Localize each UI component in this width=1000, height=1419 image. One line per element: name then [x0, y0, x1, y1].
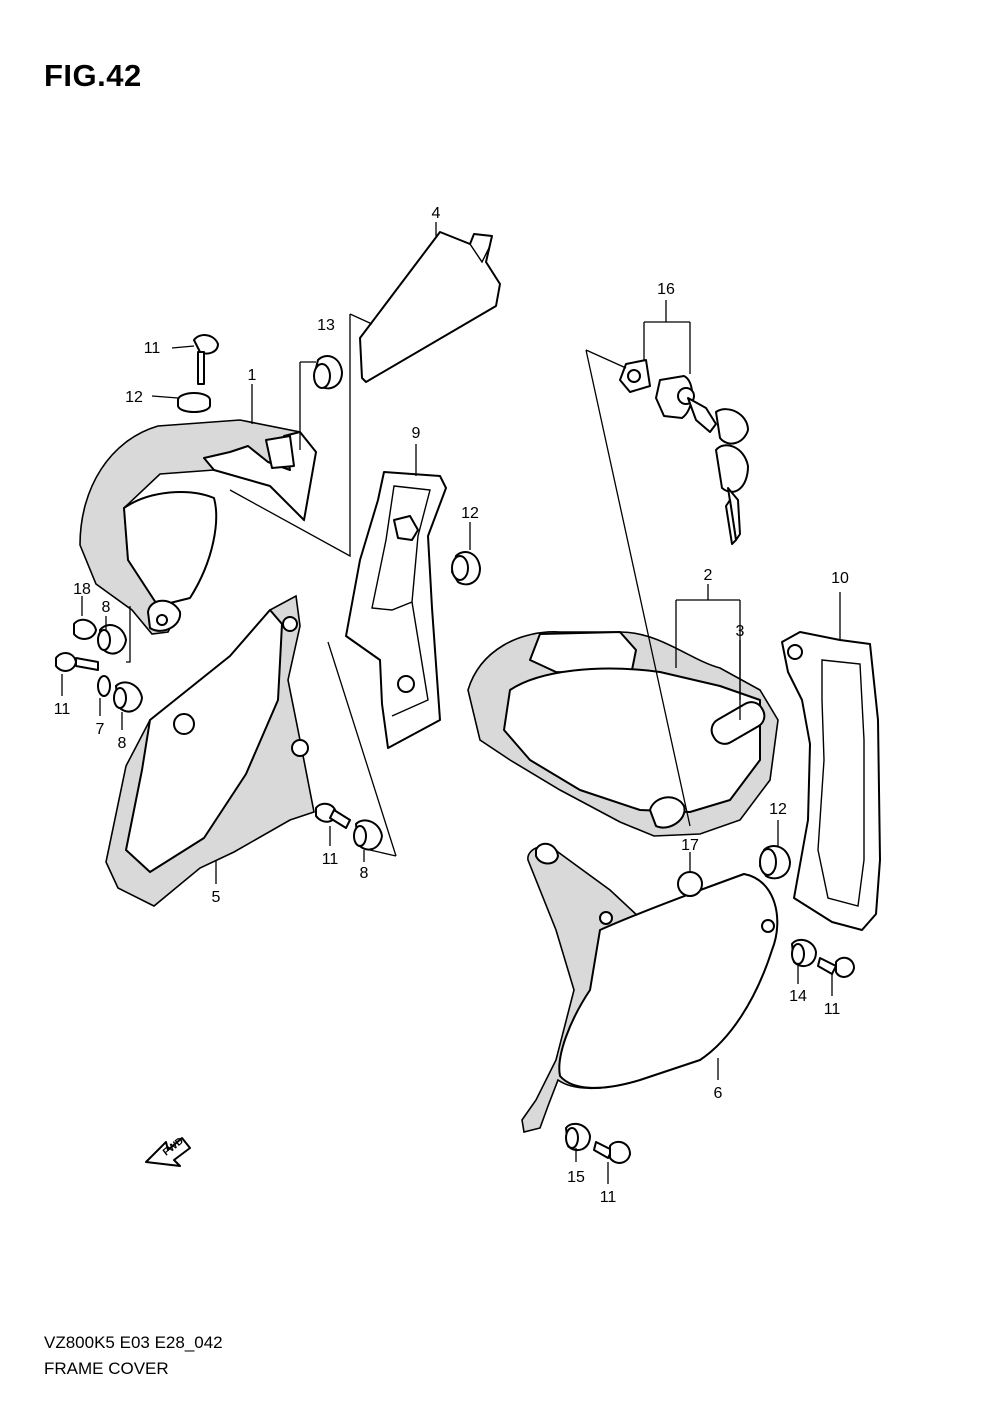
callout-labels: 4 16 13 11 1 12 9 12 2 10 3 18 8 11 7 8 … [54, 205, 849, 1206]
part-2-right-side-cover [467, 631, 779, 837]
part-6-lower-right-cover [521, 842, 779, 1133]
diagram-name: FRAME COVER [44, 1359, 169, 1378]
callout-11-right: 11 [824, 1001, 841, 1018]
callout-12-right: 12 [769, 801, 787, 818]
callout-8-upper: 8 [102, 599, 111, 616]
callout-11-bottom: 11 [600, 1189, 617, 1206]
hardware-parts [55, 334, 855, 1164]
callout-1: 1 [248, 367, 257, 384]
part-9-vertical-bracket [345, 471, 447, 749]
part-1-left-upper-cover [79, 419, 317, 635]
part-10-right-trim-strip [781, 631, 881, 931]
callout-15: 15 [567, 1169, 585, 1186]
callout-8-mid: 8 [360, 865, 369, 882]
callout-9: 9 [412, 425, 421, 442]
callout-16: 16 [657, 281, 675, 298]
callout-4: 4 [432, 205, 441, 222]
callout-8-lower: 8 [118, 735, 127, 752]
callout-11-left: 11 [54, 701, 71, 718]
part-16-lock-set [619, 359, 749, 545]
figure-title: FIG.42 [44, 58, 142, 93]
callout-11-mid: 11 [322, 851, 339, 868]
part-5-left-lower-cover [105, 594, 315, 907]
callout-12-top: 12 [125, 389, 143, 406]
callout-14: 14 [789, 988, 807, 1005]
callout-6: 6 [714, 1085, 723, 1102]
callout-3: 3 [736, 623, 745, 640]
callout-13: 13 [317, 317, 335, 334]
model-code: VZ800K5 E03 E28_042 [44, 1333, 223, 1352]
part-4-bracket-plate [359, 231, 501, 383]
callout-2: 2 [704, 567, 713, 584]
callout-18: 18 [73, 581, 91, 598]
callout-12-mid: 12 [461, 505, 479, 522]
callout-7: 7 [96, 721, 105, 738]
callout-17: 17 [681, 837, 699, 854]
leader-lines [61, 222, 841, 1184]
callout-10: 10 [831, 570, 849, 587]
callout-5: 5 [212, 889, 221, 906]
callout-11-top: 11 [144, 340, 161, 357]
fwd-direction-arrow: FWD [145, 1136, 191, 1167]
